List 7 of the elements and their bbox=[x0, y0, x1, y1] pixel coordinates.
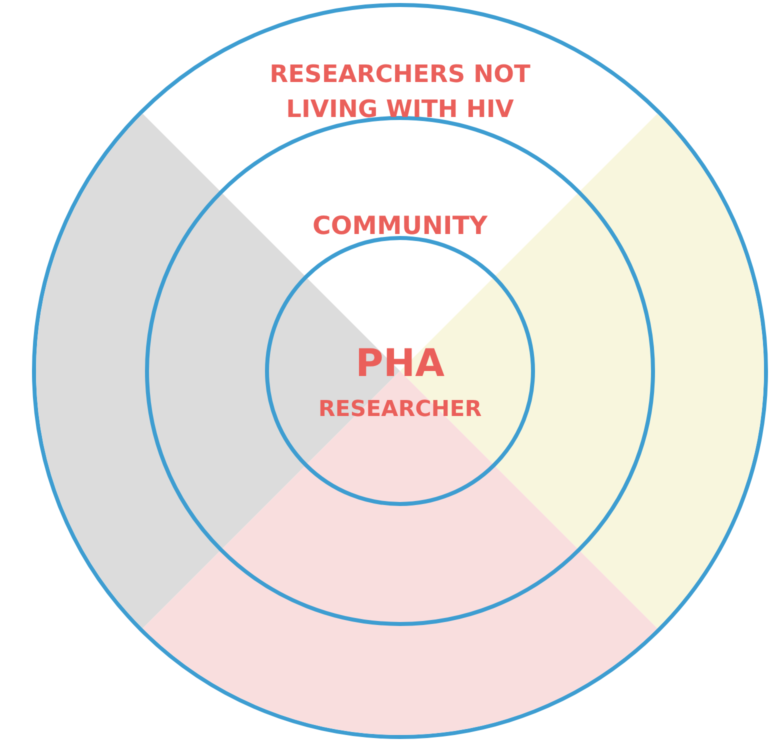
ring-circle bbox=[145, 116, 655, 626]
ring-label: RESEARCHERS NOT LIVING WITH HIV bbox=[268, 59, 532, 125]
ring-circle bbox=[32, 3, 768, 739]
ring-label: PHA bbox=[354, 340, 446, 387]
ring-label: RESEARCHER bbox=[317, 396, 483, 424]
ring-label: COMMUNITY bbox=[311, 210, 489, 242]
ring-circle bbox=[265, 236, 535, 506]
